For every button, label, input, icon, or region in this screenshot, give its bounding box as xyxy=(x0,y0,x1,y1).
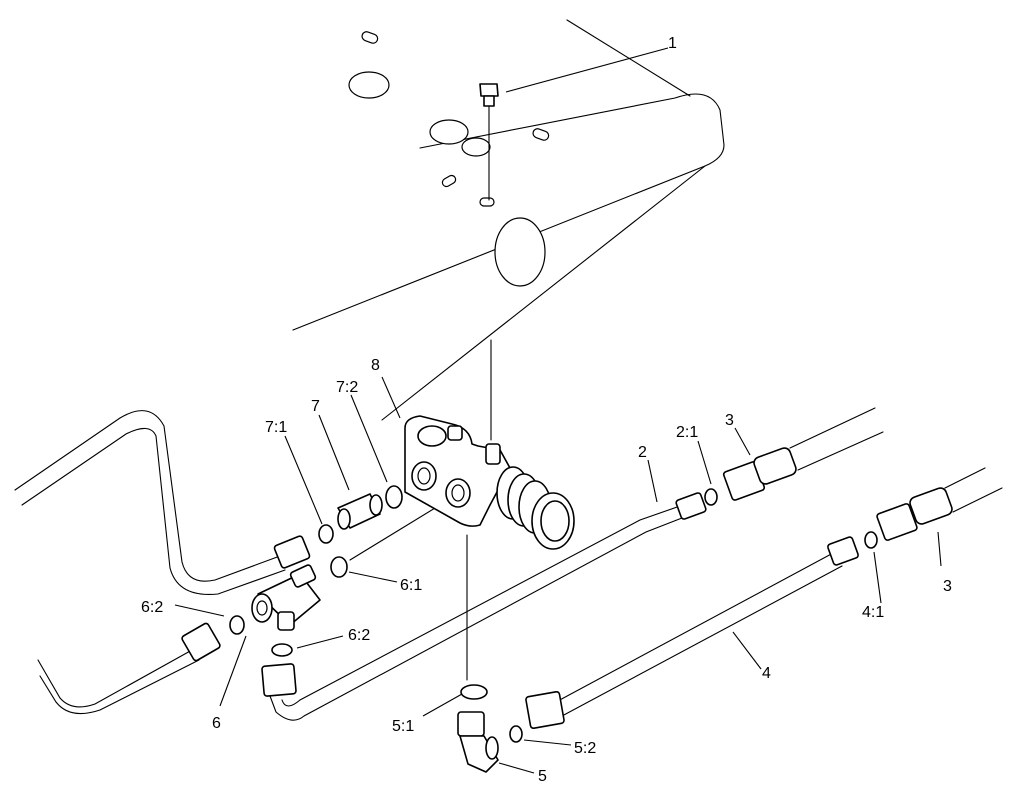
callout-6-2-left: 6:2 xyxy=(141,599,163,616)
callout-3-lower: 3 xyxy=(943,578,952,595)
tee-fitting-part-6 xyxy=(251,564,321,631)
callout-6: 6 xyxy=(212,715,221,732)
tube-upper-left xyxy=(14,410,311,596)
frame-plate xyxy=(292,19,725,421)
tube-part-2 xyxy=(261,492,707,721)
leader-lines xyxy=(174,47,942,774)
callout-3-upper: 3 xyxy=(725,412,734,429)
adapter-part-7 xyxy=(337,493,383,530)
o-ring-7-2 xyxy=(385,485,403,509)
center-lines xyxy=(349,103,492,681)
callout-6-2-lower: 6:2 xyxy=(348,627,370,644)
callout-7-2: 7:2 xyxy=(336,379,358,396)
callout-5-1: 5:1 xyxy=(392,718,414,735)
elbow-fitting-part-5 xyxy=(457,711,499,773)
o-ring-7-1 xyxy=(318,524,334,544)
o-ring-4-1 xyxy=(864,531,878,549)
o-ring-6-2-lower xyxy=(271,643,293,657)
o-ring-6-1 xyxy=(330,556,348,578)
bolt-part-1 xyxy=(479,83,499,107)
o-ring-2-1 xyxy=(704,488,718,506)
o-ring-5-2 xyxy=(509,725,523,743)
callout-1: 1 xyxy=(668,35,677,52)
callout-labels: 1 8 7:2 7 7:1 2 2:1 3 3 4:1 4 6:1 6:2 6:… xyxy=(141,35,952,785)
callout-7-1: 7:1 xyxy=(265,419,287,436)
o-ring-6-2-left xyxy=(229,615,245,635)
callout-2-1: 2:1 xyxy=(676,424,698,441)
hose-part-3-lower xyxy=(876,467,1003,541)
callout-8: 8 xyxy=(371,357,380,374)
callout-5: 5 xyxy=(538,768,547,785)
callout-2: 2 xyxy=(638,444,647,461)
callout-5-2: 5:2 xyxy=(574,740,596,757)
callout-4: 4 xyxy=(762,665,771,682)
callout-4-1: 4:1 xyxy=(862,604,884,621)
callout-7: 7 xyxy=(311,398,320,415)
o-ring-5-1 xyxy=(460,684,488,700)
callout-6-1: 6:1 xyxy=(400,577,422,594)
tube-lower-left xyxy=(37,622,221,715)
hose-part-3-upper xyxy=(722,407,884,501)
valve-block-part-8 xyxy=(404,415,575,550)
tube-part-4 xyxy=(525,536,859,730)
